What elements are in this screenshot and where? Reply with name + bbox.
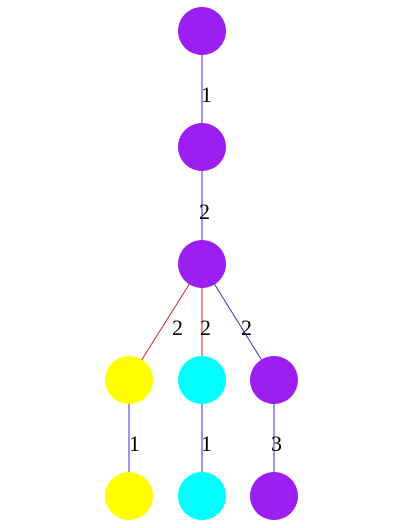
edge-label: 2 [199,199,210,224]
edge-label: 2 [200,315,211,340]
edge-label: 1 [201,82,212,107]
cyan-node [178,472,226,520]
purple-node [178,123,226,171]
nodes-layer [105,7,298,520]
edge-label: 2 [241,315,252,340]
cyan-node [178,356,226,404]
purple-node [250,356,298,404]
edge-label: 3 [271,431,282,456]
edge-label: 1 [201,431,212,456]
edge-label: 1 [129,431,140,456]
yellow-node [105,356,153,404]
purple-node [178,240,226,288]
purple-node [178,7,226,55]
edge-label: 2 [172,315,183,340]
yellow-node [105,472,153,520]
purple-node [250,472,298,520]
